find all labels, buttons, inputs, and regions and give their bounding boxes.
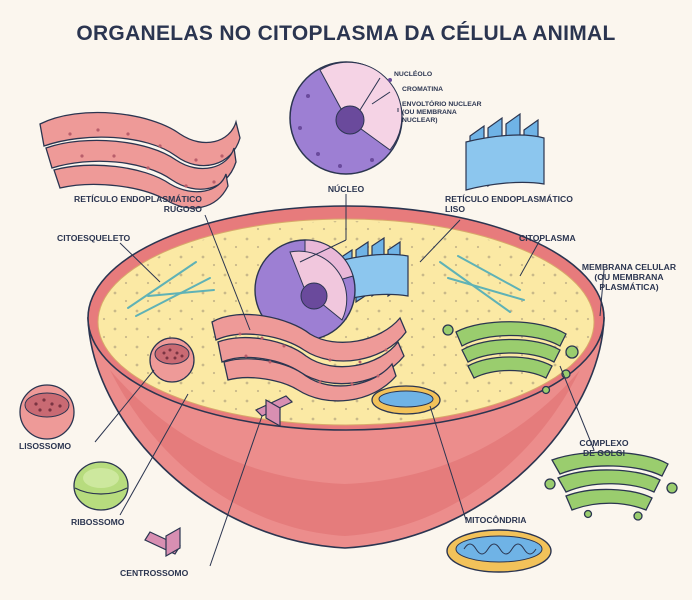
label-ribossomo: RIBOSSOMO [71, 517, 125, 527]
label-mitocondria: MITOCÔNDRIA [465, 515, 527, 525]
ribosome-detail [73, 461, 129, 511]
label-nucleo: NÚCLEO [327, 184, 365, 194]
label-centrossomo: CENTROSSOMO [120, 568, 189, 578]
rough-er-in-cell [211, 313, 407, 402]
centrosome-in-cell [254, 395, 294, 428]
label-lisossomo: LISOSSOMO [19, 441, 72, 451]
lysosome-detail [19, 384, 75, 440]
golgi-in-cell [442, 321, 579, 395]
label-citoplasma: CITOPLASMA [519, 233, 576, 243]
mitochondrion-detail [446, 529, 552, 573]
smooth-er-detail [465, 112, 545, 191]
lysosome-in-cell [149, 337, 195, 383]
label-complexo-golgi: COMPLEXO DE GOLGI [579, 438, 629, 458]
golgi-detail [544, 451, 678, 521]
label-reticulo-liso: RETÍCULO ENDOPLASMÁTICO LISO [445, 194, 573, 214]
leader-lines [94, 77, 605, 567]
cell-bowl-shade [110, 370, 580, 536]
cytoskeleton [127, 255, 525, 317]
centrosome-detail [144, 526, 181, 558]
label-membrana-celular: MEMBRANA CELULAR (OU MEMBRANA PLASMÁTICA… [581, 262, 677, 292]
rough-er-detail [39, 111, 241, 209]
label-nucleolo: NUCLÉOLO [394, 71, 433, 78]
nucleus-detail [289, 61, 403, 175]
label-cromatina: CROMATINA [402, 86, 444, 93]
label-envoltorio-nuclear: ENVOLTÓRIO NUCLEAR (OU MEMBRANA NUCLEAR) [402, 101, 482, 124]
cytoplasm-granules [100, 221, 592, 423]
label-citoesqueleto: CITOESQUELETO [57, 233, 131, 243]
diagram-title: ORGANELAS NO CITOPLASMA DA CÉLULA ANIMAL [76, 22, 616, 45]
mitochondrion-in-cell [371, 385, 441, 415]
label-reticulo-rugoso: RETÍCULO ENDOPLASMÁTICO RUGOSO [74, 194, 202, 214]
